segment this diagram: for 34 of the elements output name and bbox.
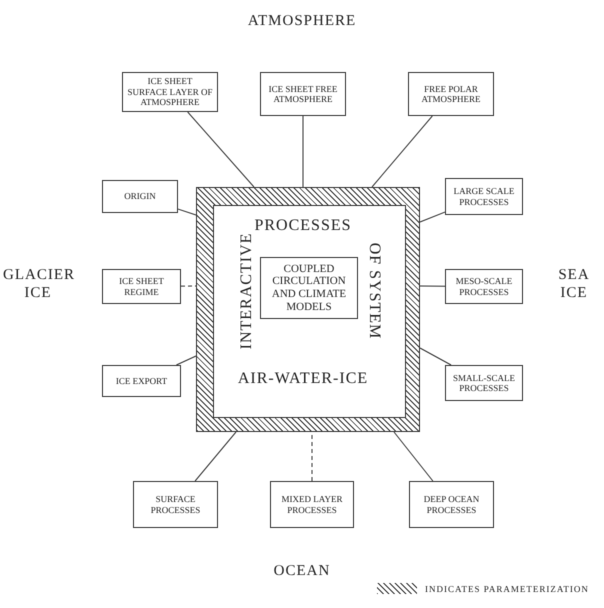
process-box: ICE EXPORT <box>102 365 181 397</box>
connector-line <box>372 116 433 188</box>
frame-label: PROCESSES <box>254 217 352 235</box>
frame-label: OF SYSTEM <box>365 242 383 340</box>
process-box: ICE SHEET FREE ATMOSPHERE <box>260 72 346 116</box>
process-box: ICE SHEET REGIME <box>102 269 181 304</box>
connector-line <box>302 116 304 188</box>
process-box: SMALL-SCALE PROCESSES <box>445 365 523 401</box>
region-label: OCEAN <box>272 562 332 580</box>
connector-line <box>394 432 434 482</box>
process-box: MESO-SCALE PROCESSES <box>445 269 523 304</box>
legend-text: INDICATES PARAMETERIZATION <box>425 584 589 594</box>
frame-label: AIR-WATER-ICE <box>238 370 368 388</box>
region-label: SEA ICE <box>557 266 591 302</box>
process-box: ICE SHEET SURFACE LAYER OF ATMOSPHERE <box>122 72 218 112</box>
process-box: FREE POLAR ATMOSPHERE <box>408 72 494 116</box>
process-box: COUPLED CIRCULATION AND CLIMATE MODELS <box>260 257 358 319</box>
process-box: LARGE SCALE PROCESSES <box>445 178 523 215</box>
connector-line <box>420 286 446 287</box>
connector-line <box>178 208 196 216</box>
frame-label: INTERACTIVE <box>238 232 256 350</box>
connector-line <box>176 356 196 366</box>
connector-line <box>194 432 236 482</box>
process-box: ORIGIN <box>102 180 178 213</box>
process-box: SURFACE PROCESSES <box>133 481 218 528</box>
process-box: DEEP OCEAN PROCESSES <box>409 481 494 528</box>
dashed-connector-line <box>180 286 196 287</box>
region-label: GLACIER ICE <box>3 266 73 302</box>
connector-line <box>187 112 254 188</box>
connector-line <box>420 348 452 366</box>
connector-line <box>420 212 446 222</box>
process-box: MIXED LAYER PROCESSES <box>270 481 354 528</box>
hatched-frame <box>196 187 420 432</box>
region-label: ATMOSPHERE <box>246 12 358 30</box>
